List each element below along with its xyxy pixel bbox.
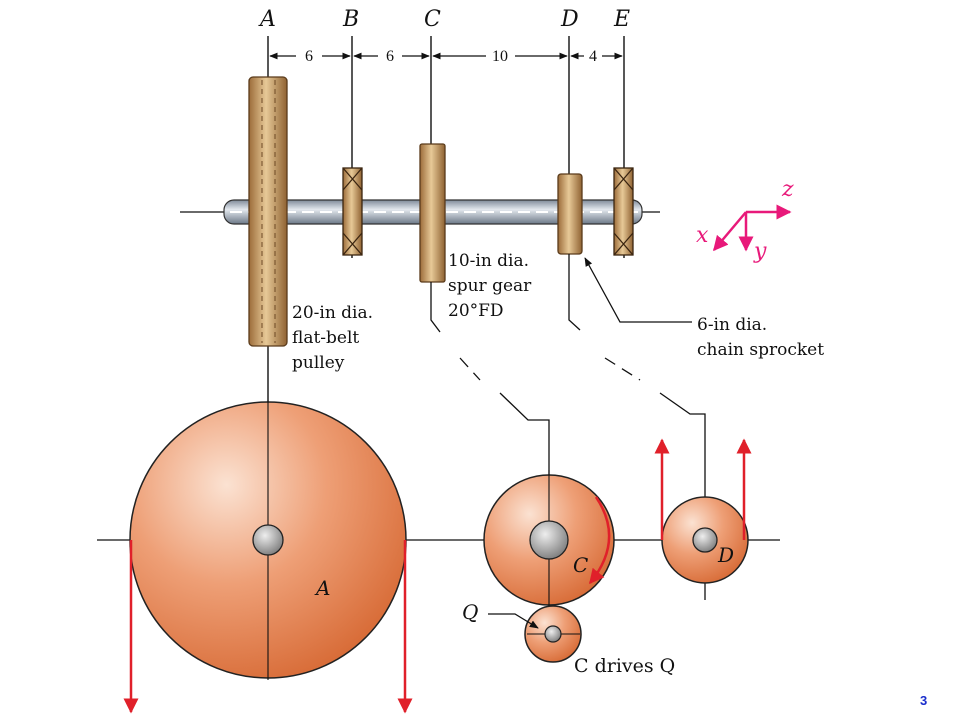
pulley-label-line-2: flat-belt — [292, 328, 359, 348]
dimension-cd: 10 — [492, 48, 508, 65]
dimension-ab: 6 — [305, 48, 313, 65]
axis-label-z: z — [781, 177, 794, 202]
sprocket-d-side — [557, 173, 583, 255]
sprocket-label-line-2: chain sprocket — [697, 340, 824, 360]
sprocket-label: 6-in dia. chain sprocket — [697, 315, 824, 360]
pulley-label: 20-in dia. flat-belt pulley — [292, 303, 378, 373]
axis-label-x: x — [696, 223, 709, 248]
dimension-bc: 6 — [386, 48, 394, 65]
gear-q-hub — [544, 625, 562, 643]
station-label-c: C — [424, 7, 441, 32]
coordinate-axes — [713, 204, 792, 252]
gear-c-hub — [529, 520, 569, 560]
sprocket-d-end-label: D — [717, 543, 734, 567]
bearing-b — [342, 167, 363, 256]
gear-label-line-2: spur gear — [448, 276, 532, 296]
page-number: 3 — [920, 693, 927, 708]
gear-q-label: Q — [462, 600, 478, 624]
pulley-label-line-3: pulley — [292, 353, 345, 373]
sprocket-d-hub — [692, 527, 718, 553]
sprocket-label-line-1: 6-in dia. — [697, 315, 767, 335]
gear-label-line-3: 20°FD — [448, 301, 504, 321]
gear-q-leader — [488, 613, 539, 629]
gear-drive-caption: C drives Q — [574, 655, 675, 677]
station-label-a: A — [258, 7, 276, 32]
station-label-d: D — [560, 7, 579, 32]
pulley-a-side — [248, 76, 288, 347]
axis-label-y: y — [753, 239, 767, 264]
station-label-b: B — [342, 7, 359, 32]
gear-c-end-label: C — [573, 553, 588, 577]
gear-rotation-arrow — [589, 496, 611, 585]
gear-c-side — [419, 143, 446, 283]
sprocket-leader — [584, 257, 692, 323]
dimension-de: 4 — [589, 48, 597, 65]
gear-label-line-1: 10-in dia. — [448, 251, 529, 271]
station-label-e: E — [613, 7, 630, 32]
pulley-a-hub — [252, 524, 284, 556]
pulley-label-line-1: 20-in dia. — [292, 303, 373, 323]
pulley-a-end-label: A — [314, 576, 330, 600]
gear-label: 10-in dia. spur gear 20°FD — [448, 251, 537, 321]
bearing-e — [613, 167, 634, 256]
